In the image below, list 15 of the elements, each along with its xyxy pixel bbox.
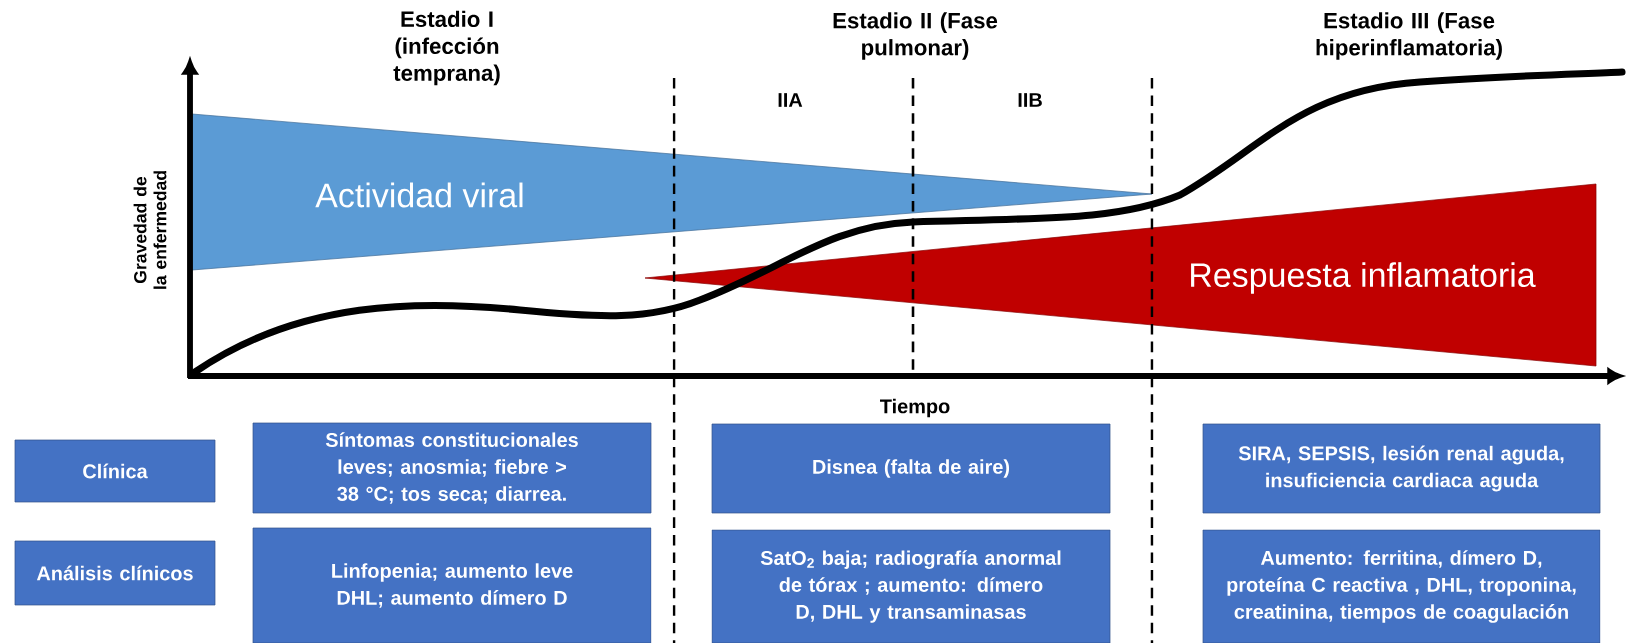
text-box: Clínica: [14, 439, 216, 503]
text-box: SIRA, SEPSIS, lesión renal aguda, insuficiencia cardiaca aguda: [1202, 423, 1601, 514]
text-box: Análisis clínicos: [14, 540, 216, 606]
text-box: Disnea (falta de aire): [711, 423, 1111, 514]
text-box: Aumento: ferritina, dímero D, proteína C reactiva , DHL, troponina, creatinina, tiempos de coagulación: [1202, 529, 1601, 643]
stage-heading: Estadio I (infección temprana): [393, 10, 500, 86]
text-box: SatO$_{2}$ baja; radiografía anormal de tórax ; aumento: dímero D, DHL y transaminasas: [711, 529, 1111, 643]
axis-label: Tiempo: [880, 398, 950, 418]
text-box: Linfopenia; aumento leve DHL; aumento dímero D: [252, 527, 652, 643]
triangle: Actividad viral: [191, 113, 1153, 271]
text-box: Síntomas constitucionales leves; anosmia; fiebre > 38 °C; tos seca; diarrea.: [252, 422, 652, 514]
axis-label: Gravedad de la enfermedad: [133, 171, 167, 289]
stage-heading: Estadio II (Fase pulmonar): [833, 12, 998, 60]
triangle: Respuesta inflamatoria: [644, 183, 1597, 367]
stage-heading: Estadio III (Fase hiperinflamatoria): [1316, 12, 1502, 60]
